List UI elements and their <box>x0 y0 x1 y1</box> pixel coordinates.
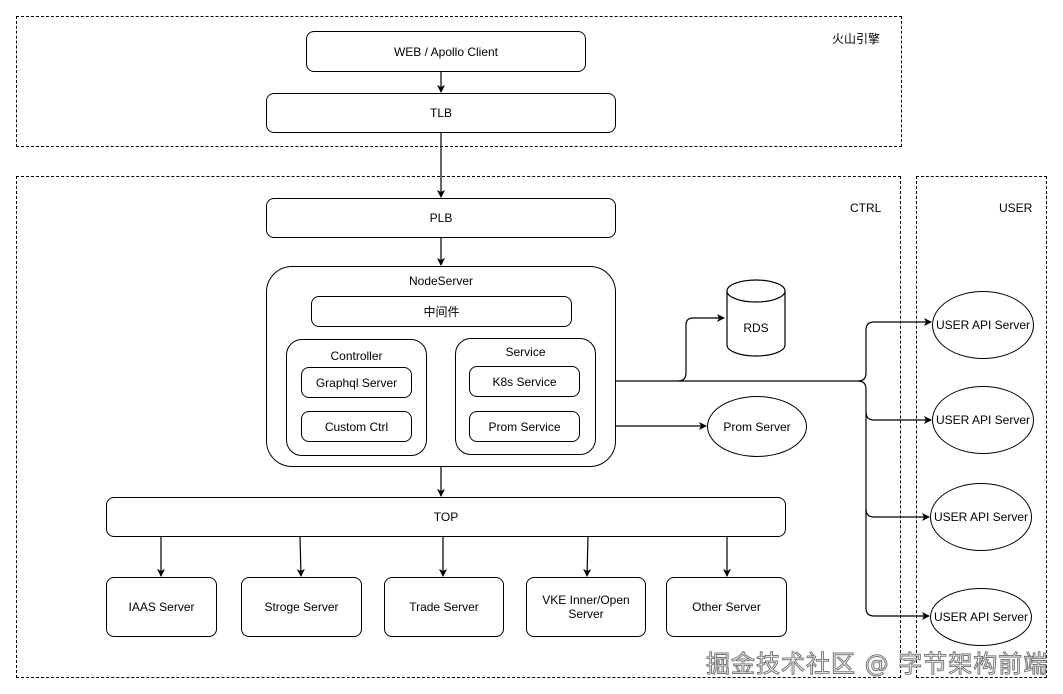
edge-k8s-user4 <box>865 509 930 620</box>
tlb-node: TLB <box>266 93 616 133</box>
iaas-server-node: IAAS Server <box>106 577 217 637</box>
custom-ctrl-node: Custom Ctrl <box>301 411 412 442</box>
group-volcano-engine <box>16 16 902 147</box>
group-ctrl-label: CTRL <box>850 201 882 215</box>
user-api-server-node: USER API Server <box>930 483 1032 551</box>
edge-top-vke <box>583 536 592 577</box>
group-user-label: USER <box>999 201 1033 215</box>
node-server-title: NodeServer <box>408 274 474 288</box>
user-api-server-node: USER API Server <box>930 588 1032 646</box>
edge-k8s-user3 <box>865 412 930 521</box>
edge-top-storage <box>296 536 305 577</box>
edge-k8s-user1 <box>857 318 932 382</box>
watermark: 掘金技术社区 @ 字节架构前端 <box>705 650 1049 679</box>
user-api-server-node: USER API Server <box>932 291 1034 359</box>
service-title: Service <box>505 345 546 359</box>
middleware-node: 中间件 <box>311 296 572 327</box>
group-user <box>916 176 1047 678</box>
other-server-node: Other Server <box>666 577 787 637</box>
trade-server-node: Trade Server <box>384 577 504 637</box>
edge-k8s-user2 <box>857 380 932 424</box>
web-apollo-client-node: WEB / Apollo Client <box>306 31 586 72</box>
plb-node: PLB <box>266 198 616 238</box>
group-volcano-engine-label: 火山引擎 <box>832 32 881 46</box>
top-node: TOP <box>106 497 786 537</box>
vke-server-node: VKE Inner/Open Server <box>526 577 646 637</box>
user-api-server-node: USER API Server <box>932 386 1034 454</box>
storage-server-node: Stroge Server <box>241 577 362 637</box>
k8s-service-node: K8s Service <box>469 366 580 397</box>
rds-label: RDS <box>743 321 769 335</box>
group-ctrl <box>16 176 901 678</box>
rds-database: RDS <box>726 279 786 357</box>
controller-title: Controller <box>330 349 383 363</box>
prom-server-node: Prom Server <box>707 396 807 457</box>
prom-service-node: Prom Service <box>469 411 580 442</box>
database-icon <box>726 279 786 357</box>
graphql-server-node: Graphql Server <box>301 367 412 398</box>
